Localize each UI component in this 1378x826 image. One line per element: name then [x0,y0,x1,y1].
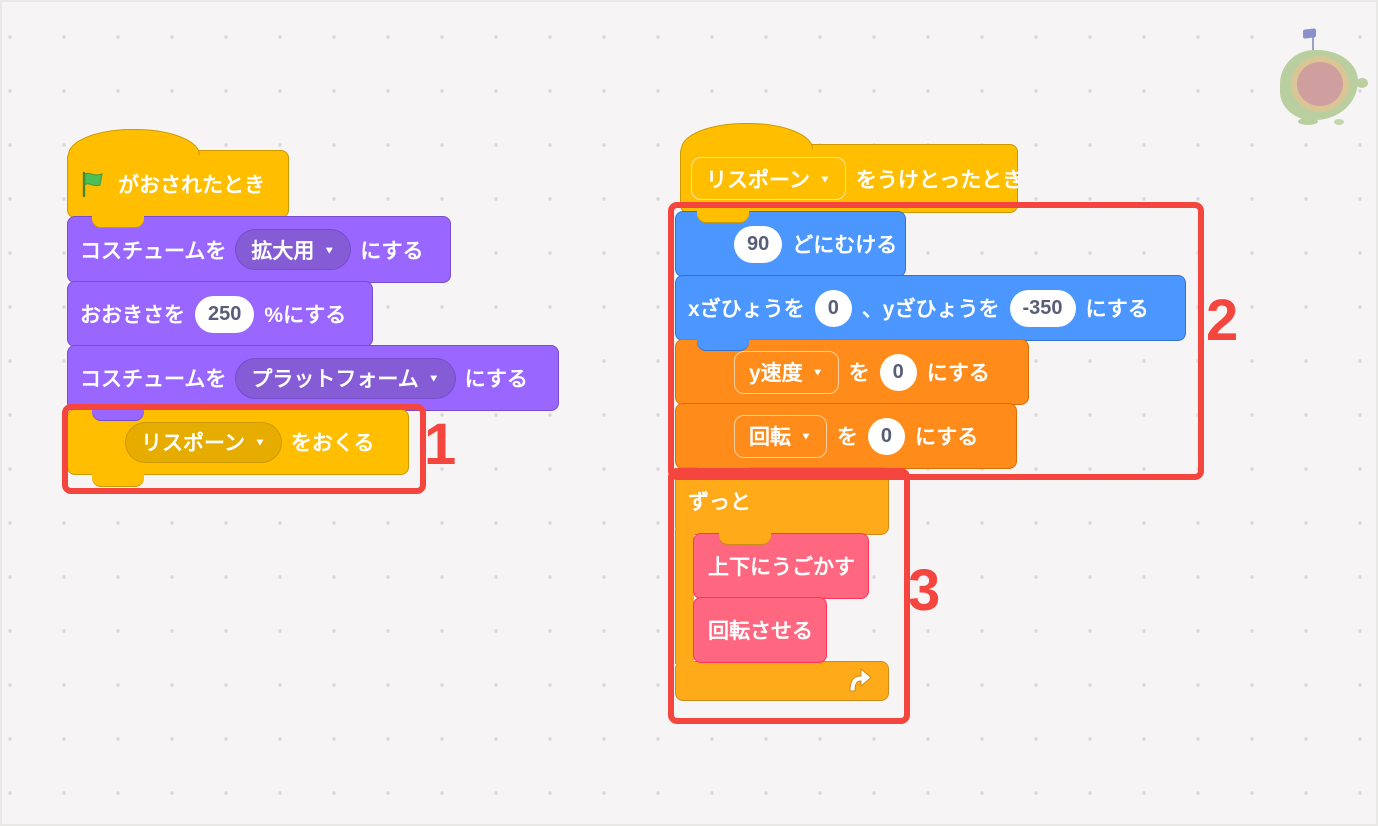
chevron-down-icon: ▼ [811,366,824,378]
hat-dome [681,123,813,149]
block-nub [697,210,749,222]
block-nub [92,472,144,486]
when-flag-clicked-block[interactable]: がおされたとき [68,151,288,217]
dropdown-value: リスポーン [141,432,245,455]
chevron-down-icon: ▼ [427,372,440,384]
block-text: コスチュームを [80,368,227,391]
forever-block-bottom[interactable] [676,662,888,700]
hat-flag-label: がおされたとき [118,174,265,197]
dropdown-value: リスポーン [706,168,810,192]
costume-dropdown[interactable]: 拡大用 ▼ [236,230,351,269]
chevron-down-icon: ▼ [818,172,831,185]
switch-costume-block-1[interactable]: コスチュームを 拡大用 ▼ にする [68,217,450,282]
block-text: を [848,362,870,385]
block-text: 、yざひょうを [861,298,1000,321]
block-text: にする [464,368,528,391]
dropdown-value: プラットフォーム [251,368,419,391]
size-input[interactable]: 250 [195,295,255,333]
block-text: 上下にうごかす [708,556,855,579]
block-text: をうけとったとき [855,168,1024,192]
island-crater [1297,62,1343,106]
block-text: にする [915,426,979,449]
block-text: をおくる [290,432,375,455]
set-variable-block-yspeed[interactable]: y速度 ▼ を 0 にする [676,340,1028,404]
variable-dropdown[interactable]: y速度 ▼ [734,350,839,394]
block-nub [92,215,144,227]
broadcast-message-dropdown[interactable]: リスポーン ▼ [126,422,281,462]
forever-block-spine[interactable] [676,530,694,664]
island-fragment [1356,78,1368,88]
block-text: おおきさを [80,304,185,327]
forever-label: ずっと [688,491,751,514]
goto-xy-block[interactable]: xざひょうを 0 、yざひょうを -350 にする [676,276,1185,340]
custom-block-rotate[interactable]: 回転させる [694,598,826,662]
custom-block-move-updown[interactable]: 上下にうごかす [694,534,868,598]
set-size-block[interactable]: おおきさを 250 %にする [68,282,372,346]
step-number-2: 2 [1206,288,1239,353]
flag-pole [1312,32,1314,54]
hat-dome [68,129,200,155]
green-flag-icon [82,171,103,197]
block-text: にする [1085,298,1149,321]
block-text: 回転させる [708,620,813,643]
dropdown-value: y速度 [749,362,803,385]
block-text: にする [360,239,424,263]
block-nub [697,466,749,478]
receive-message-dropdown[interactable]: リスポーン ▼ [691,157,846,200]
step-number-3: 3 [908,558,941,623]
costume-dropdown[interactable]: プラットフォーム ▼ [236,358,455,398]
broadcast-block[interactable]: リスポーン ▼ をおくる [68,410,408,474]
block-text: どにむける [792,234,898,257]
chevron-down-icon: ▼ [323,243,336,256]
value-input[interactable]: 0 [879,353,917,391]
block-nub [697,338,749,350]
chevron-down-icon: ▼ [800,430,812,442]
island-fragment [1298,118,1318,125]
variable-dropdown[interactable]: 回転 ▼ [734,414,827,458]
dropdown-value: 拡大用 [251,239,315,263]
dropdown-value: 回転 [749,426,791,449]
block-text: コスチュームを [80,239,227,263]
set-variable-block-rotation[interactable]: 回転 ▼ を 0 にする [676,404,1016,468]
step-number-1: 1 [424,412,457,477]
block-text: を [836,426,858,449]
block-text: にする [926,362,990,385]
island-sprite-thumbnail [1272,22,1368,125]
loop-arrow-icon [849,667,872,692]
when-receive-block[interactable]: リスポーン ▼ をうけとったとき [681,145,1023,212]
block-nub [92,408,144,420]
direction-input[interactable]: 90 [734,225,783,263]
chevron-down-icon: ▼ [253,436,266,448]
y-input[interactable]: -350 [1009,289,1076,327]
point-direction-block[interactable]: 90 どにむける [676,212,905,276]
block-text: %にする [264,304,347,327]
block-nub [719,532,771,544]
value-input[interactable]: 0 [867,417,906,455]
x-input[interactable]: 0 [814,289,852,327]
island-fragment [1334,119,1344,125]
block-text: xざひょうを [688,298,805,321]
small-flag-icon [1303,28,1316,39]
switch-costume-block-2[interactable]: コスチュームを プラットフォーム ▼ にする [68,346,558,410]
